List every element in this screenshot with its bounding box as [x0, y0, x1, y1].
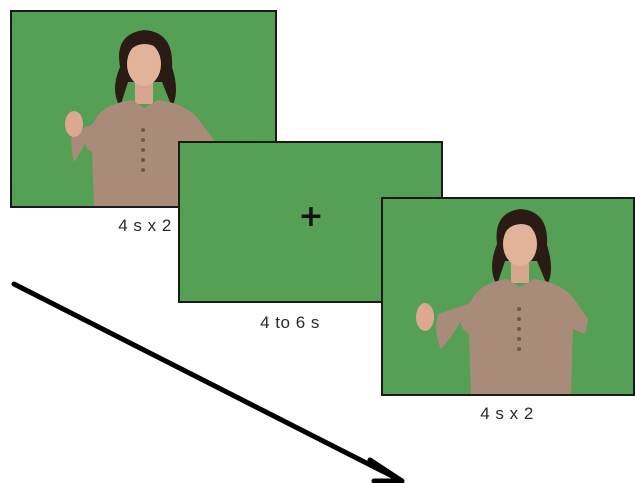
- video-frame-trial-1: [10, 10, 277, 208]
- fixation-cross-icon: +: [298, 199, 324, 234]
- trial-1-duration-label: 4 s x 2: [118, 216, 172, 235]
- video-frame-trial-2: [381, 197, 635, 396]
- trial-2-duration-label: 4 s x 2: [480, 404, 534, 423]
- signer-figure: [416, 209, 588, 394]
- fixation-duration-label: 4 to 6 s: [260, 313, 320, 332]
